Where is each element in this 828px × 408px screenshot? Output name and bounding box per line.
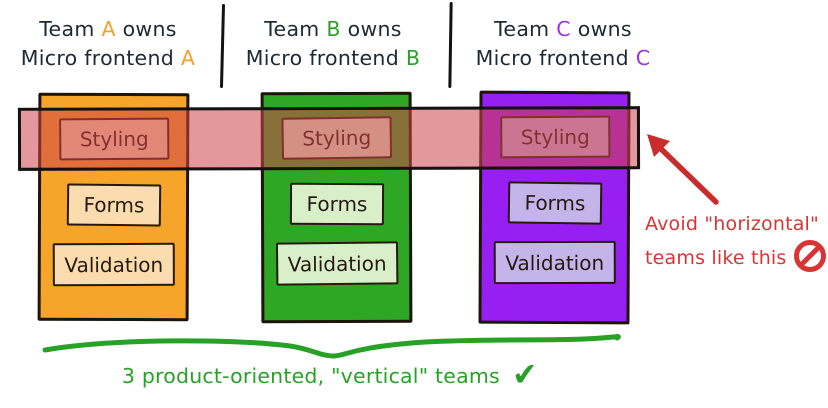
- header-divider-2: [448, 1, 453, 89]
- forms-label: Forms: [523, 190, 586, 216]
- frontend-c-letter: C: [635, 46, 651, 70]
- team-b-letter: B: [326, 17, 341, 41]
- avoid-horizontal-note: Avoid "horizontal" teams like this: [645, 209, 828, 274]
- forms-box-b: Forms: [289, 182, 384, 226]
- avoid-arrow: [647, 134, 719, 205]
- team-word: Team: [264, 17, 320, 41]
- team-word: Team: [39, 17, 95, 41]
- owns-word: owns: [347, 17, 402, 41]
- frontend-a-letter: A: [180, 46, 196, 70]
- avoid-note-line2: teams like this: [645, 240, 828, 274]
- validation-label: Validation: [63, 252, 163, 277]
- team-a-header: Team A owns Micro frontend A: [8, 15, 208, 73]
- owns-word: owns: [577, 17, 632, 41]
- micro-frontend-words: Micro frontend: [20, 46, 175, 70]
- team-c-letter: C: [556, 17, 571, 41]
- team-b-header-line2: Micro frontend B: [233, 44, 433, 73]
- owns-word: owns: [122, 17, 177, 41]
- forms-label: Forms: [306, 191, 367, 217]
- validation-label: Validation: [287, 250, 387, 277]
- team-word: Team: [494, 17, 550, 41]
- team-a-header-line1: Team A owns: [8, 15, 208, 44]
- validation-box-b: Validation: [275, 241, 398, 286]
- avoid-note-line2-text: teams like this: [645, 247, 787, 269]
- forms-label: Forms: [82, 192, 145, 218]
- no-entry-icon: [793, 240, 826, 272]
- vertical-teams-label: 3 product-oriented, "vertical" teams: [121, 363, 500, 388]
- avoid-note-line1: Avoid "horizontal": [645, 213, 819, 235]
- frontend-b-letter: B: [405, 46, 421, 70]
- team-b-header-line1: Team B owns: [233, 15, 433, 44]
- validation-label: Validation: [504, 250, 604, 275]
- header-divider-1: [219, 3, 226, 89]
- checkmark-icon: ✔: [510, 356, 540, 394]
- micro-frontend-words: Micro frontend: [475, 46, 629, 70]
- team-c-header-line1: Team C owns: [463, 15, 663, 44]
- team-a-header-line2: Micro frontend A: [8, 44, 208, 73]
- horizontal-team-band: [17, 106, 641, 171]
- validation-box-c: Validation: [493, 240, 616, 285]
- vertical-teams-caption: 3 product-oriented, "vertical" teams ✔: [85, 356, 575, 394]
- team-b-header: Team B owns Micro frontend B: [233, 15, 433, 73]
- team-c-header-line2: Micro frontend C: [463, 44, 663, 73]
- micro-frontend-words: Micro frontend: [245, 46, 400, 70]
- team-c-header: Team C owns Micro frontend C: [463, 15, 663, 73]
- vertical-teams-brace: [42, 334, 621, 359]
- team-a-letter: A: [101, 17, 116, 41]
- validation-box-a: Validation: [52, 242, 175, 287]
- forms-box-a: Forms: [66, 183, 161, 227]
- forms-box-c: Forms: [507, 181, 602, 225]
